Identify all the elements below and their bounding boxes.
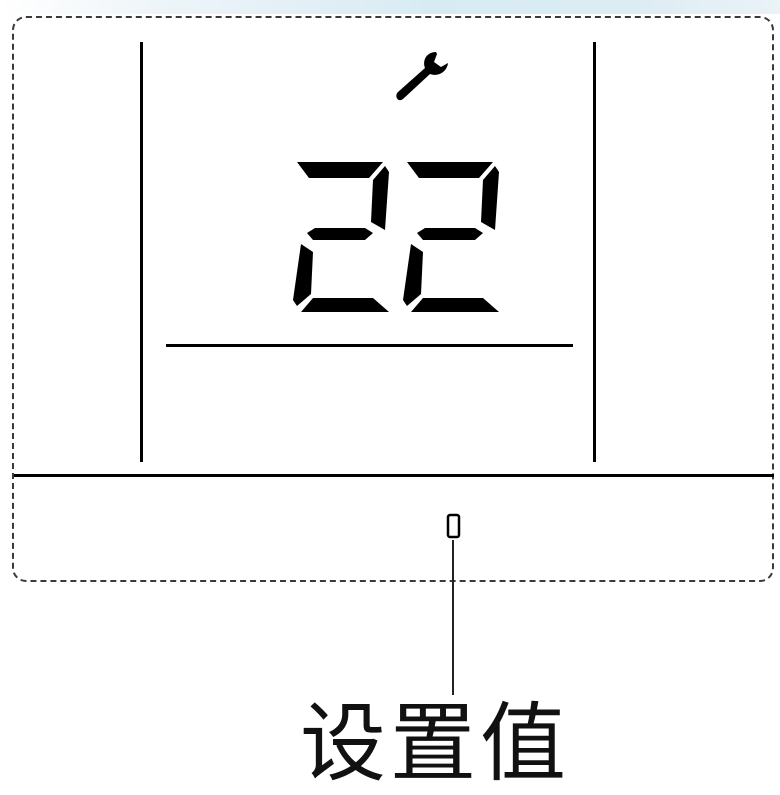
wrench-icon <box>396 52 448 101</box>
top-background-tint <box>0 0 780 14</box>
setting-index-digit: 0 <box>445 513 461 539</box>
svg-text:0: 0 <box>445 513 446 514</box>
seven-segment-value: 22 <box>285 160 499 312</box>
lcd-panel-outline <box>12 16 774 582</box>
display-right-border <box>593 42 596 462</box>
callout-leader-line <box>452 540 454 695</box>
panel-divider <box>14 474 774 477</box>
value-underline <box>166 344 573 347</box>
main-value-text: 22 <box>285 160 287 161</box>
digit-1 <box>293 162 389 312</box>
digit-2 <box>403 162 499 312</box>
setting-value-caption: 设置值 <box>300 694 570 794</box>
display-left-border <box>140 42 143 462</box>
